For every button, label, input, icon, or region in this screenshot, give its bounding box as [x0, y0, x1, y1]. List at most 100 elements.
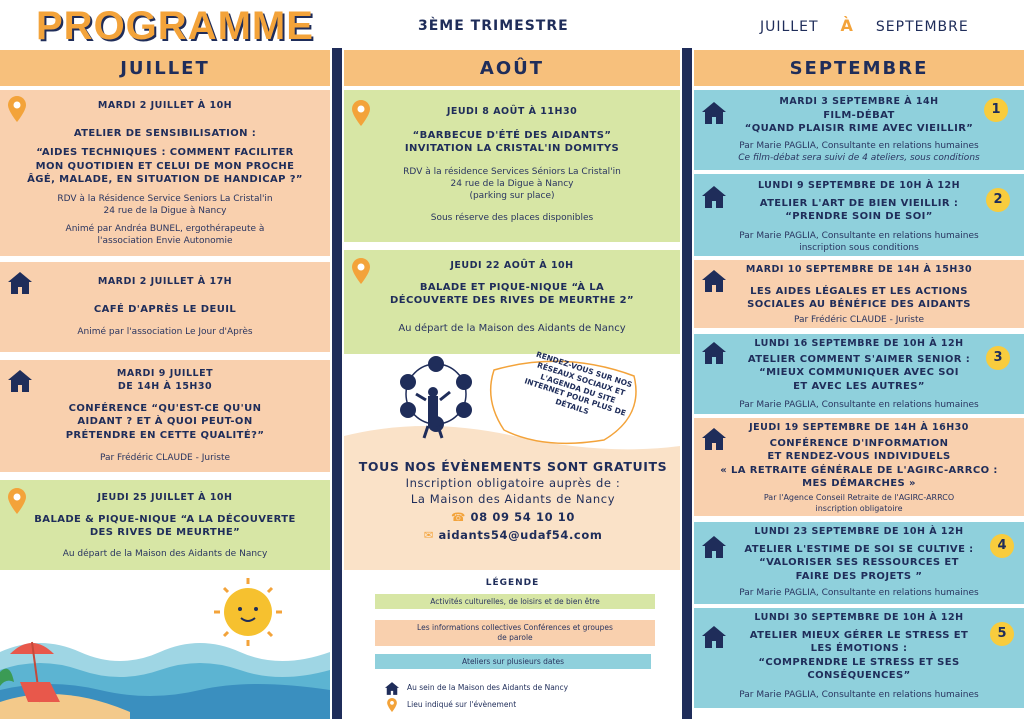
event-title: “VALORISER SES RESSOURCES ET	[759, 557, 959, 569]
event-info: Par Marie PAGLIA, Consultante en relatio…	[739, 400, 979, 411]
event-title: “QUAND PLAISIR RIME AVEC VIEILLIR”	[744, 123, 974, 135]
legend: LÉGENDE Activités culturelles, de loisir…	[345, 572, 680, 719]
event-title: ATELIER L'ART DE BIEN VIEILLIR :	[759, 197, 959, 209]
home-icon	[8, 272, 32, 294]
event-date: MARDI 2 JUILLET À 10H	[97, 100, 233, 111]
series-number-badge: 4	[990, 534, 1014, 558]
legend-peach-line: de parole	[497, 633, 533, 643]
event-card[interactable]: MARDI 2 JUILLET À 17H CAFÉ D'APRÈS LE DE…	[0, 262, 330, 352]
event-info: inscription sous conditions	[799, 242, 919, 253]
event-title: CONSÉQUENCES”	[807, 670, 911, 682]
event-card[interactable]: 2 LUNDI 9 SEPTEMBRE DE 10H À 12H ATELIER…	[694, 174, 1024, 256]
phone-number[interactable]: 08 09 54 10 10	[470, 510, 575, 524]
event-title: ÂGÉ, MALADE, EN SITUATION DE HANDICAP ?”	[27, 174, 303, 186]
event-title: LES AIDES LÉGALES ET LES ACTIONS	[750, 285, 968, 297]
event-title: “AIDES TECHNIQUES : COMMENT FACILITER	[36, 147, 294, 159]
event-info: Au départ de la Maison des Aidants de Na…	[62, 548, 268, 559]
free-events-block: TOUS NOS ÉVÈNEMENTS SONT GRATUITS Inscri…	[348, 435, 678, 565]
event-card[interactable]: JEUDI 8 AOÛT À 11H30 “BARBECUE D'ÉTÉ DES…	[344, 90, 680, 242]
home-icon	[702, 626, 726, 648]
event-title: “COMPRENDRE LE STRESS ET SES	[758, 656, 960, 668]
event-info: Par Frédéric CLAUDE - Juriste	[793, 314, 925, 325]
event-card[interactable]: 3 LUNDI 16 SEPTEMBRE DE 10H À 12H ATELIE…	[694, 334, 1024, 414]
phone-line[interactable]: ☎ 08 09 54 10 10	[348, 510, 678, 524]
event-card[interactable]: JEUDI 25 JUILLET À 10H BALADE & PIQUE-NI…	[0, 480, 330, 570]
event-info: inscription obligatoire	[815, 503, 903, 513]
event-title: CONFÉRENCE “QU'EST-CE QU'UN	[68, 402, 262, 414]
home-icon	[702, 536, 726, 558]
event-info: 24 rue de la Digue à Nancy	[103, 205, 227, 216]
home-icon	[8, 370, 32, 392]
location-pin-icon	[387, 698, 397, 712]
event-date: JEUDI 19 SEPTEMBRE DE 14H À 16H30	[749, 422, 969, 433]
event-info: Par l'Agence Conseil Retraite de l'AGIRC…	[763, 492, 955, 502]
event-title: ATELIER COMMENT S'AIMER SENIOR :	[747, 353, 971, 365]
event-card[interactable]: 1 MARDI 3 SEPTEMBRE À 14H FILM-DÉBAT “QU…	[694, 90, 1024, 170]
event-date: LUNDI 30 SEPTEMBRE DE 10H À 12H	[754, 612, 964, 623]
series-number-badge: 5	[990, 622, 1014, 646]
divider-right	[682, 48, 692, 719]
email-line[interactable]: ✉ aidants54@udaf54.com	[348, 528, 678, 542]
event-card[interactable]: JEUDI 22 AOÛT À 10H BALADE ET PIQUE-NIQU…	[344, 250, 680, 354]
event-title: FAIRE DES PROJETS ”	[795, 570, 923, 582]
event-info: Par Frédéric CLAUDE - Juriste	[99, 453, 231, 464]
series-number-badge: 2	[986, 188, 1010, 212]
event-info: Par Marie PAGLIA, Consultante en relatio…	[739, 140, 979, 151]
event-date: LUNDI 23 SEPTEMBRE DE 10H À 12H	[754, 526, 964, 537]
event-title: “PRENDRE SOIN DE SOI”	[785, 211, 933, 223]
promo-illustration	[344, 356, 680, 570]
event-info: Au départ de la Maison des Aidants de Na…	[398, 322, 626, 334]
event-card[interactable]: MARDI 9 JUILLET DE 14H À 15H30 CONFÉRENC…	[0, 360, 330, 472]
event-info: 24 rue de la Digue à Nancy	[450, 178, 574, 189]
event-title: ATELIER DE SENSIBILISATION :	[73, 127, 257, 139]
event-card[interactable]: JEUDI 19 SEPTEMBRE DE 14H À 16H30 CONFÉR…	[694, 418, 1024, 516]
event-info: Sous réserve des places disponibles	[430, 213, 594, 224]
range-from: JUILLET	[760, 19, 819, 35]
event-date: JEUDI 25 JUILLET À 10H	[97, 492, 233, 503]
event-title: LES ÉMOTIONS :	[810, 643, 908, 655]
event-title: “BARBECUE D'ÉTÉ DES AIDANTS”	[412, 129, 612, 141]
event-info: Animé par l'association Le Jour d'Après	[77, 327, 253, 338]
event-title: BALADE & PIQUE-NIQUE “A LA DÉCOUVERTE	[34, 513, 296, 525]
event-info: Par Marie PAGLIA, Consultante en relatio…	[739, 230, 979, 241]
event-date: DE 14H À 15H30	[117, 380, 213, 392]
event-card[interactable]: MARDI 2 JUILLET À 10H ATELIER DE SENSIBI…	[0, 90, 330, 256]
event-info: Par Marie PAGLIA, Consultante en relatio…	[739, 588, 979, 599]
event-title: BALADE ET PIQUE-NIQUE “À LA	[419, 281, 605, 293]
location-pin-icon	[352, 100, 370, 126]
event-title: « LA RETRAITE GÉNÉRALE DE L'AGIRC-ARRCO …	[720, 464, 998, 476]
event-info: Par Marie PAGLIA, Consultante en relatio…	[739, 689, 979, 700]
series-number-badge: 1	[984, 98, 1008, 122]
home-icon	[702, 270, 726, 292]
event-title: ET RENDEZ-VOUS INDIVIDUELS	[767, 451, 951, 463]
home-icon	[385, 682, 399, 695]
event-info: l'association Envie Autonomie	[97, 236, 233, 247]
trimestre-label: 3ÈME TRIMESTRE	[418, 18, 569, 34]
event-title: “MIEUX COMMUNIQUER AVEC SOI	[759, 367, 959, 379]
series-number-badge: 3	[986, 346, 1010, 370]
event-title: CAFÉ D'APRÈS LE DEUIL	[93, 303, 237, 315]
event-title: DÉCOUVERTE DES RIVES DE MEURTHE 2”	[390, 295, 634, 307]
sun-icon	[214, 578, 282, 646]
email-address[interactable]: aidants54@udaf54.com	[438, 528, 603, 542]
mail-icon: ✉	[423, 528, 434, 542]
event-card[interactable]: 4 LUNDI 23 SEPTEMBRE DE 10H À 12H ATELIE…	[694, 522, 1024, 604]
promo-headline: TOUS NOS ÉVÈNEMENTS SONT GRATUITS	[358, 459, 668, 474]
divider-left	[332, 48, 342, 719]
legend-pin-label: Lieu indiqué sur l'évènement	[407, 700, 517, 709]
event-title: ET AVEC LES AUTRES”	[793, 380, 925, 392]
event-date: LUNDI 16 SEPTEMBRE DE 10H À 12H	[754, 338, 964, 349]
legend-peach-line: Les informations collectives Conférences…	[417, 623, 613, 632]
event-title: SOCIALES AU BÉNÉFICE DES AIDANTS	[747, 299, 971, 311]
event-title: INVITATION LA CRISTAL'IN DOMITYS	[404, 143, 620, 155]
home-icon	[702, 342, 726, 364]
event-title: ATELIER L'ESTIME DE SOI SE CULTIVE :	[744, 543, 974, 555]
event-title: AIDANT ? ET À QUOI PEUT-ON	[77, 416, 253, 428]
event-title: ATELIER MIEUX GÉRER LE STRESS ET	[749, 629, 969, 641]
event-title: FILM-DÉBAT	[823, 109, 895, 121]
legend-green: Activités culturelles, de loisirs et de …	[375, 594, 655, 609]
event-card[interactable]: MARDI 10 SEPTEMBRE DE 14H À 15H30 LES AI…	[694, 260, 1024, 328]
event-card[interactable]: 5 LUNDI 30 SEPTEMBRE DE 10H À 12H ATELIE…	[694, 608, 1024, 708]
legend-blue: Ateliers sur plusieurs dates	[375, 654, 651, 669]
